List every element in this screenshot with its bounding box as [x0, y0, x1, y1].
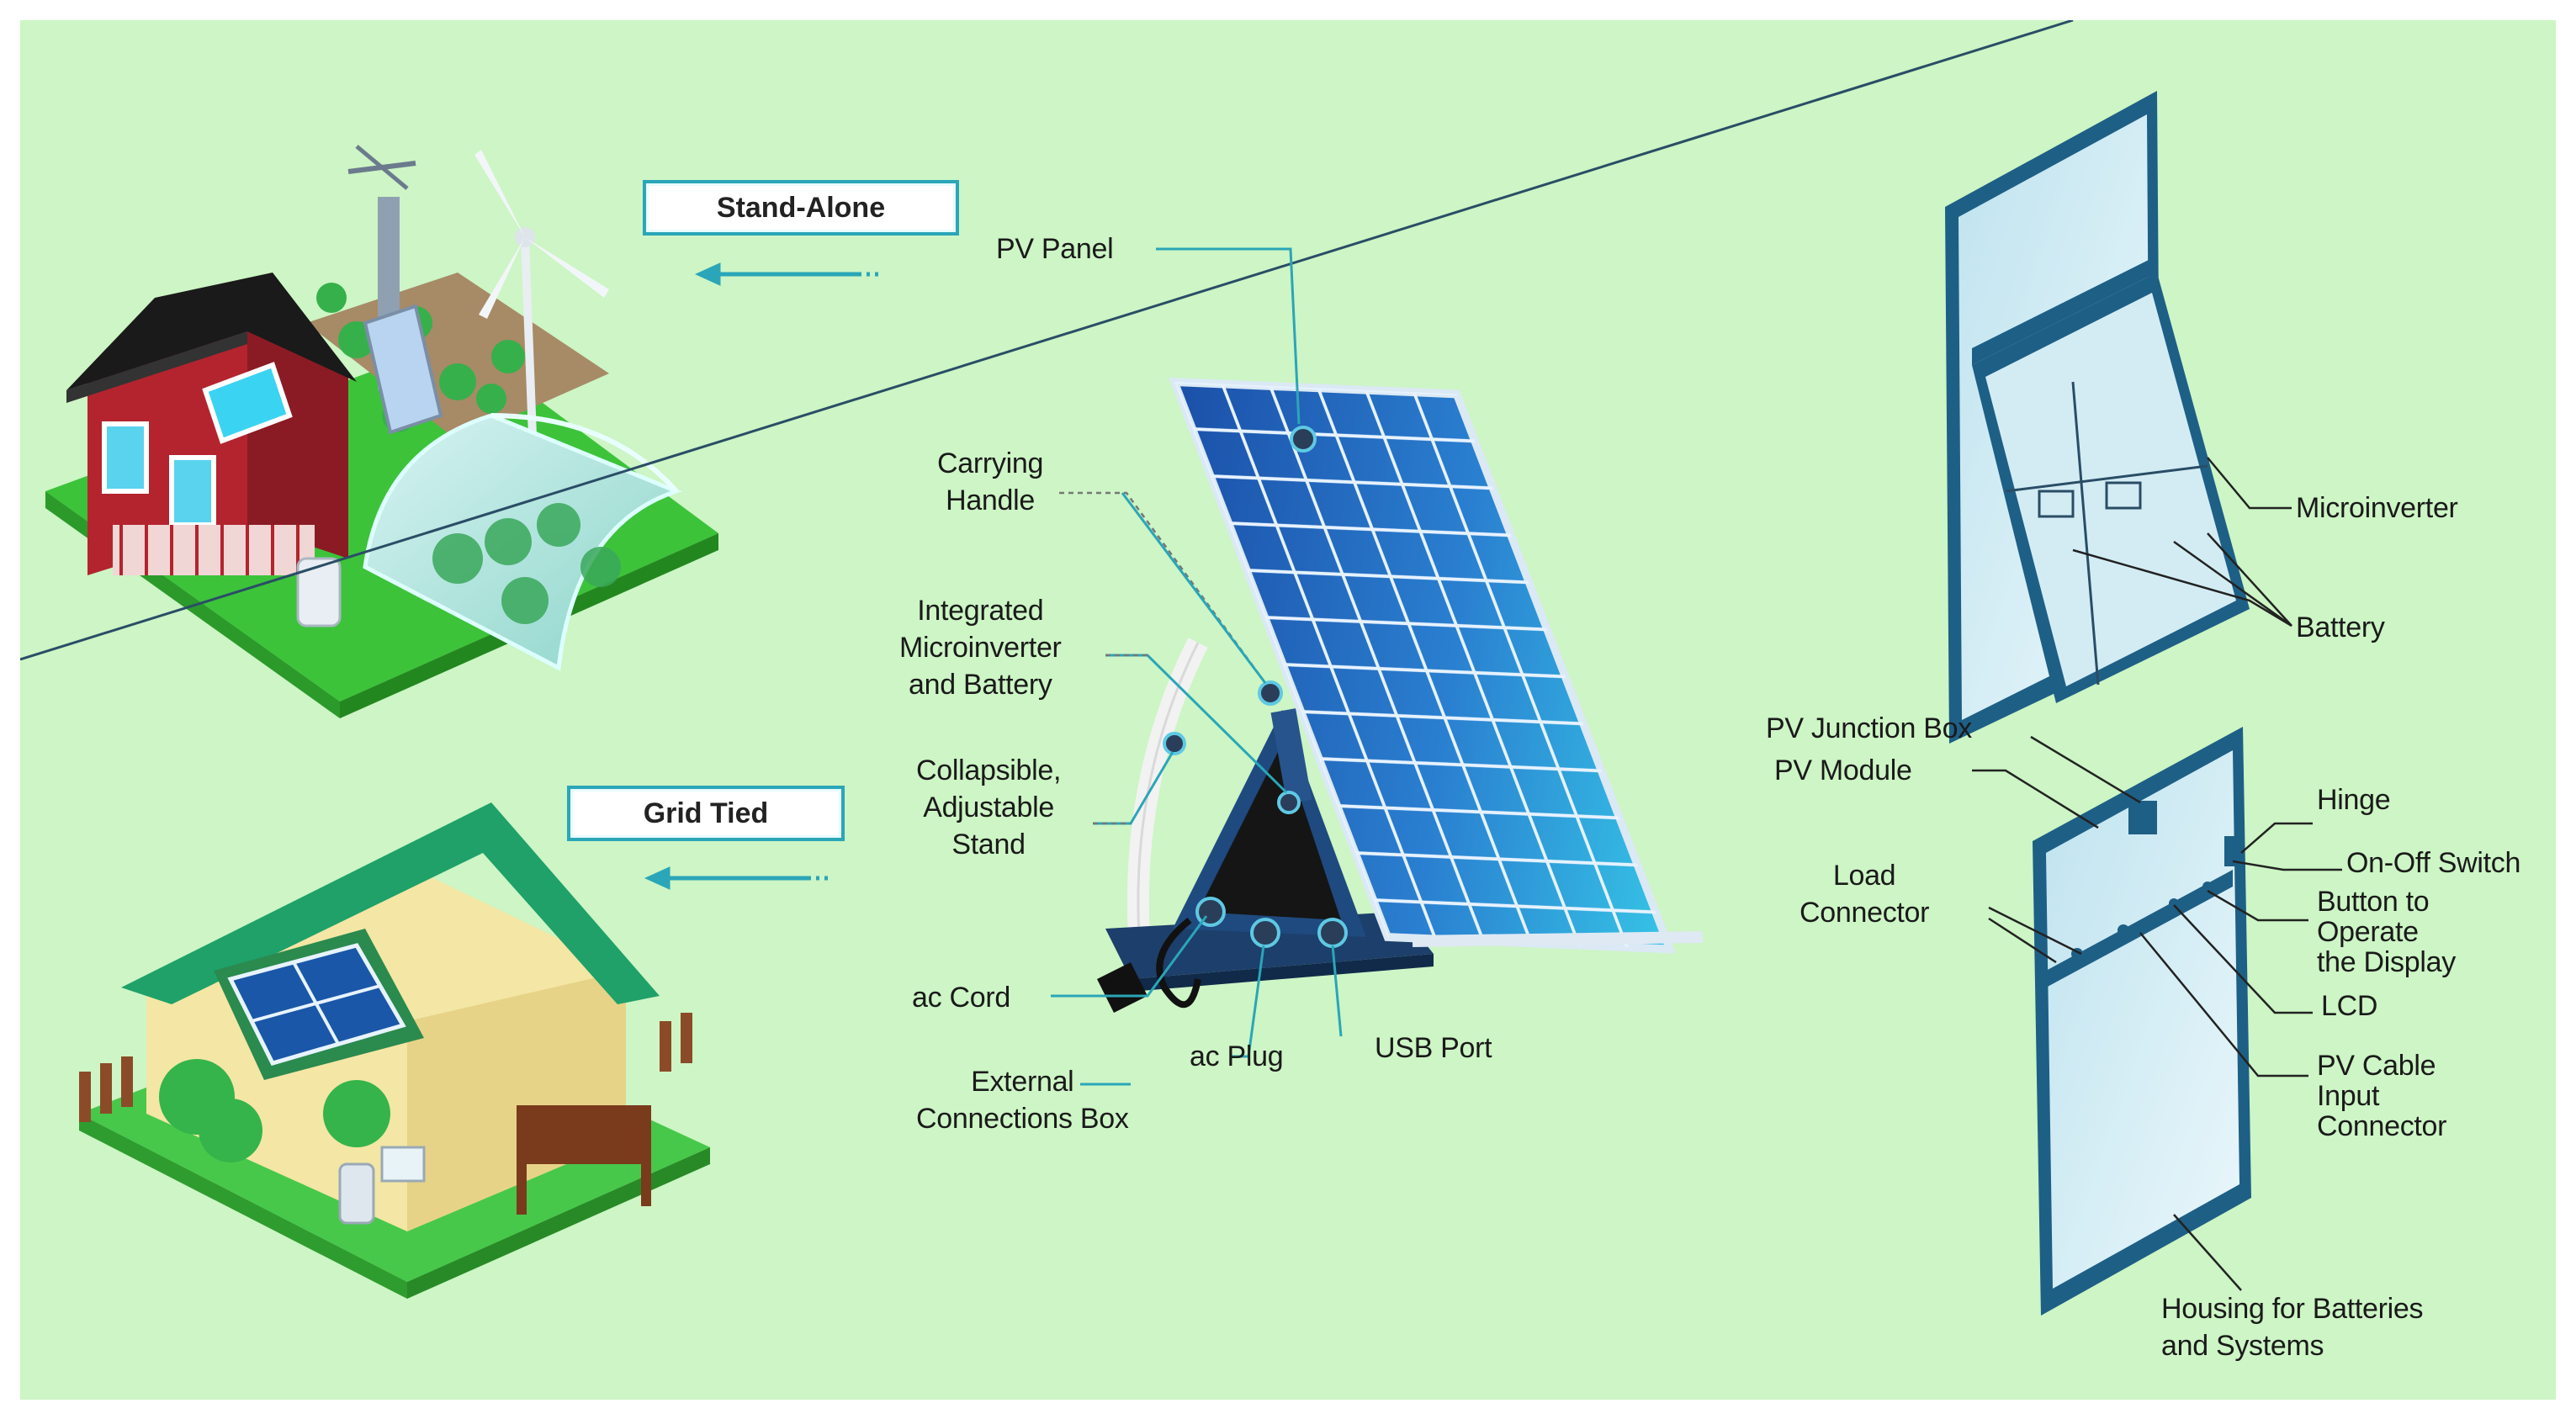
pv-panel-label: PV Panel [996, 233, 1114, 265]
pv-junction-box-label: PV Junction Box [1766, 712, 1972, 744]
grid-tied-label: Grid Tied [643, 797, 769, 829]
pv-module-label: PV Module [1774, 755, 1912, 786]
load-connector-label: Load Connector [1799, 860, 1930, 929]
carrying-handle-label: Carrying Handle [937, 447, 1044, 516]
pv-cable-input-label: PV Cable Input Connector [2317, 1050, 2447, 1142]
ac-plug-label: ac Plug [1190, 1040, 1284, 1072]
callout-leader-lines [1051, 247, 2342, 1291]
stand-alone-house-illustration [45, 145, 718, 718]
portable-pv-unit-illustration [1097, 377, 1704, 1013]
mode-arrows [644, 262, 887, 890]
microinverter-label: Microinverter [2296, 492, 2458, 524]
integrated-microinverter-label: Integrated Microinverter and Battery [899, 595, 1062, 701]
battery-label: Battery [2296, 612, 2385, 643]
on-off-switch-label: On-Off Switch [2346, 847, 2521, 879]
grid-tied-mode-box: Grid Tied [567, 786, 845, 841]
stand-alone-mode-box: Stand-Alone [643, 180, 959, 236]
housing-label: Housing for Batteries and Systems [2161, 1293, 2424, 1362]
button-display-label: Button to Operate the Display [2317, 886, 2456, 978]
ac-cord-label: ac Cord [912, 982, 1010, 1014]
panel-detail-illustration [20, 20, 2251, 1316]
external-connections-box-label: External Connections Box [916, 1066, 1129, 1135]
diagram-artwork [20, 20, 2342, 1316]
stand-alone-label: Stand-Alone [716, 191, 886, 224]
lcd-label: LCD [2321, 990, 2378, 1022]
hinge-label: Hinge [2317, 784, 2391, 816]
stand-label: Collapsible, Adjustable Stand [916, 755, 1062, 860]
grid-tied-house-illustration [79, 802, 710, 1299]
diagram-canvas: Stand-Alone Grid Tied PV Panel Carrying … [20, 20, 2556, 1400]
usb-port-label: USB Port [1375, 1032, 1492, 1064]
